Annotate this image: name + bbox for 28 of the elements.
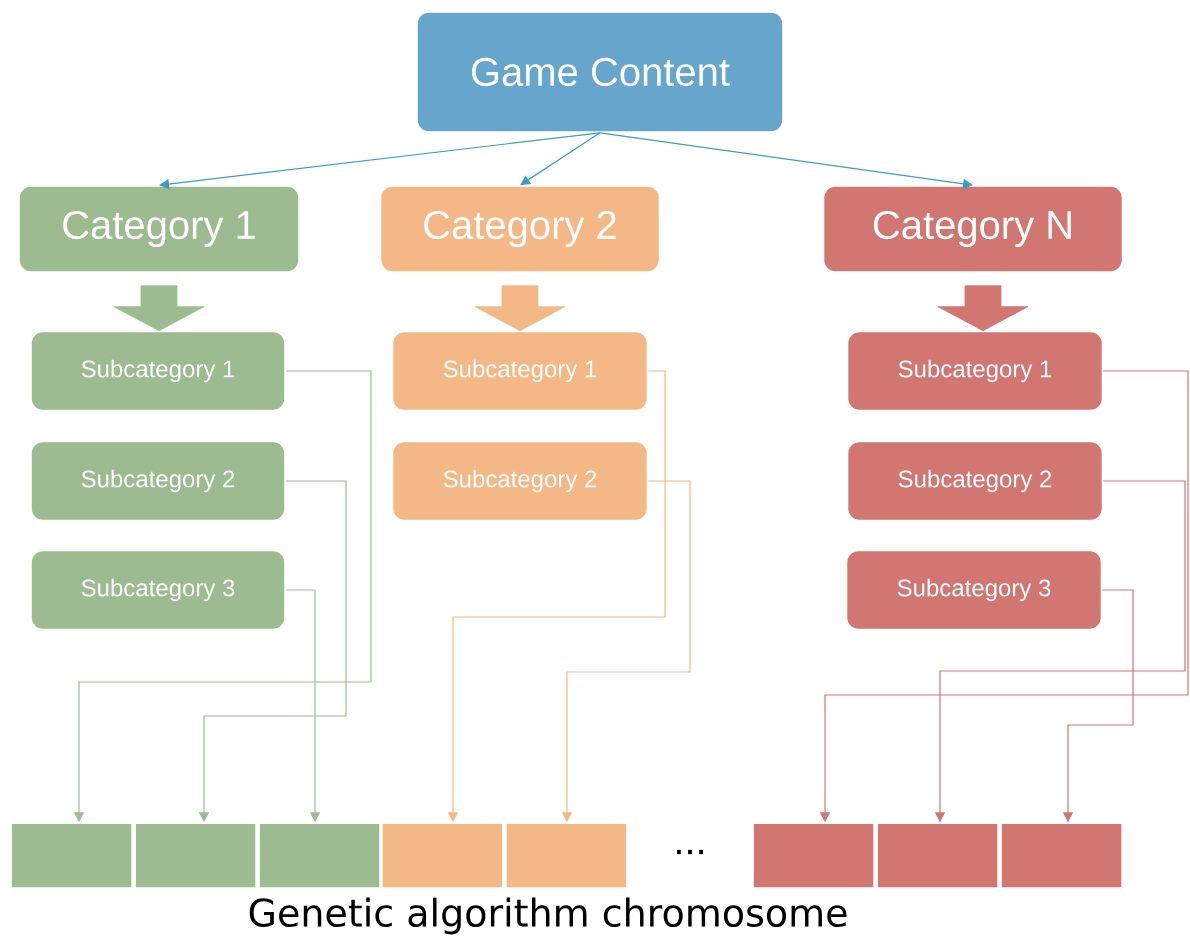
- subcategory-box: Subcategory 1: [30, 330, 286, 412]
- category-box: Category 2: [379, 185, 661, 273]
- chromosome-gene-box: [134, 822, 257, 889]
- subcategory-box: Subcategory 1: [846, 330, 1104, 412]
- caption: Genetic algorithm chromosome: [249, 897, 847, 935]
- chromosome-gene-box: [258, 822, 381, 889]
- category-box: Category 1: [18, 185, 300, 273]
- block-arrow: [113, 285, 205, 332]
- subcategory-box: Subcategory 1: [391, 330, 649, 412]
- subcategory-box: Subcategory 2: [30, 440, 286, 522]
- category-box: Category N: [822, 185, 1124, 273]
- chromosome-gene-box: [1000, 822, 1123, 889]
- subcategory-box: Subcategory 2: [846, 440, 1104, 522]
- chromosome-gene-box: [876, 822, 999, 889]
- chromosome-gene-box: [505, 822, 628, 889]
- block-arrow: [474, 285, 566, 332]
- chromosome-gene-box: [381, 822, 504, 889]
- chromosome-gene-box: [752, 822, 875, 889]
- ellipsis-label: ...: [676, 849, 704, 855]
- connector-arrow: [520, 132, 601, 186]
- subcategory-box: Subcategory 2: [391, 440, 649, 522]
- connector-arrow: [599, 132, 973, 189]
- connector-arrow: [159, 132, 601, 190]
- subcategory-box: Subcategory 3: [30, 549, 286, 631]
- block-arrow: [937, 285, 1029, 332]
- root-box: Game Content: [416, 11, 784, 133]
- subcategory-box: Subcategory 3: [845, 549, 1103, 631]
- chromosome-gene-box: [10, 822, 133, 889]
